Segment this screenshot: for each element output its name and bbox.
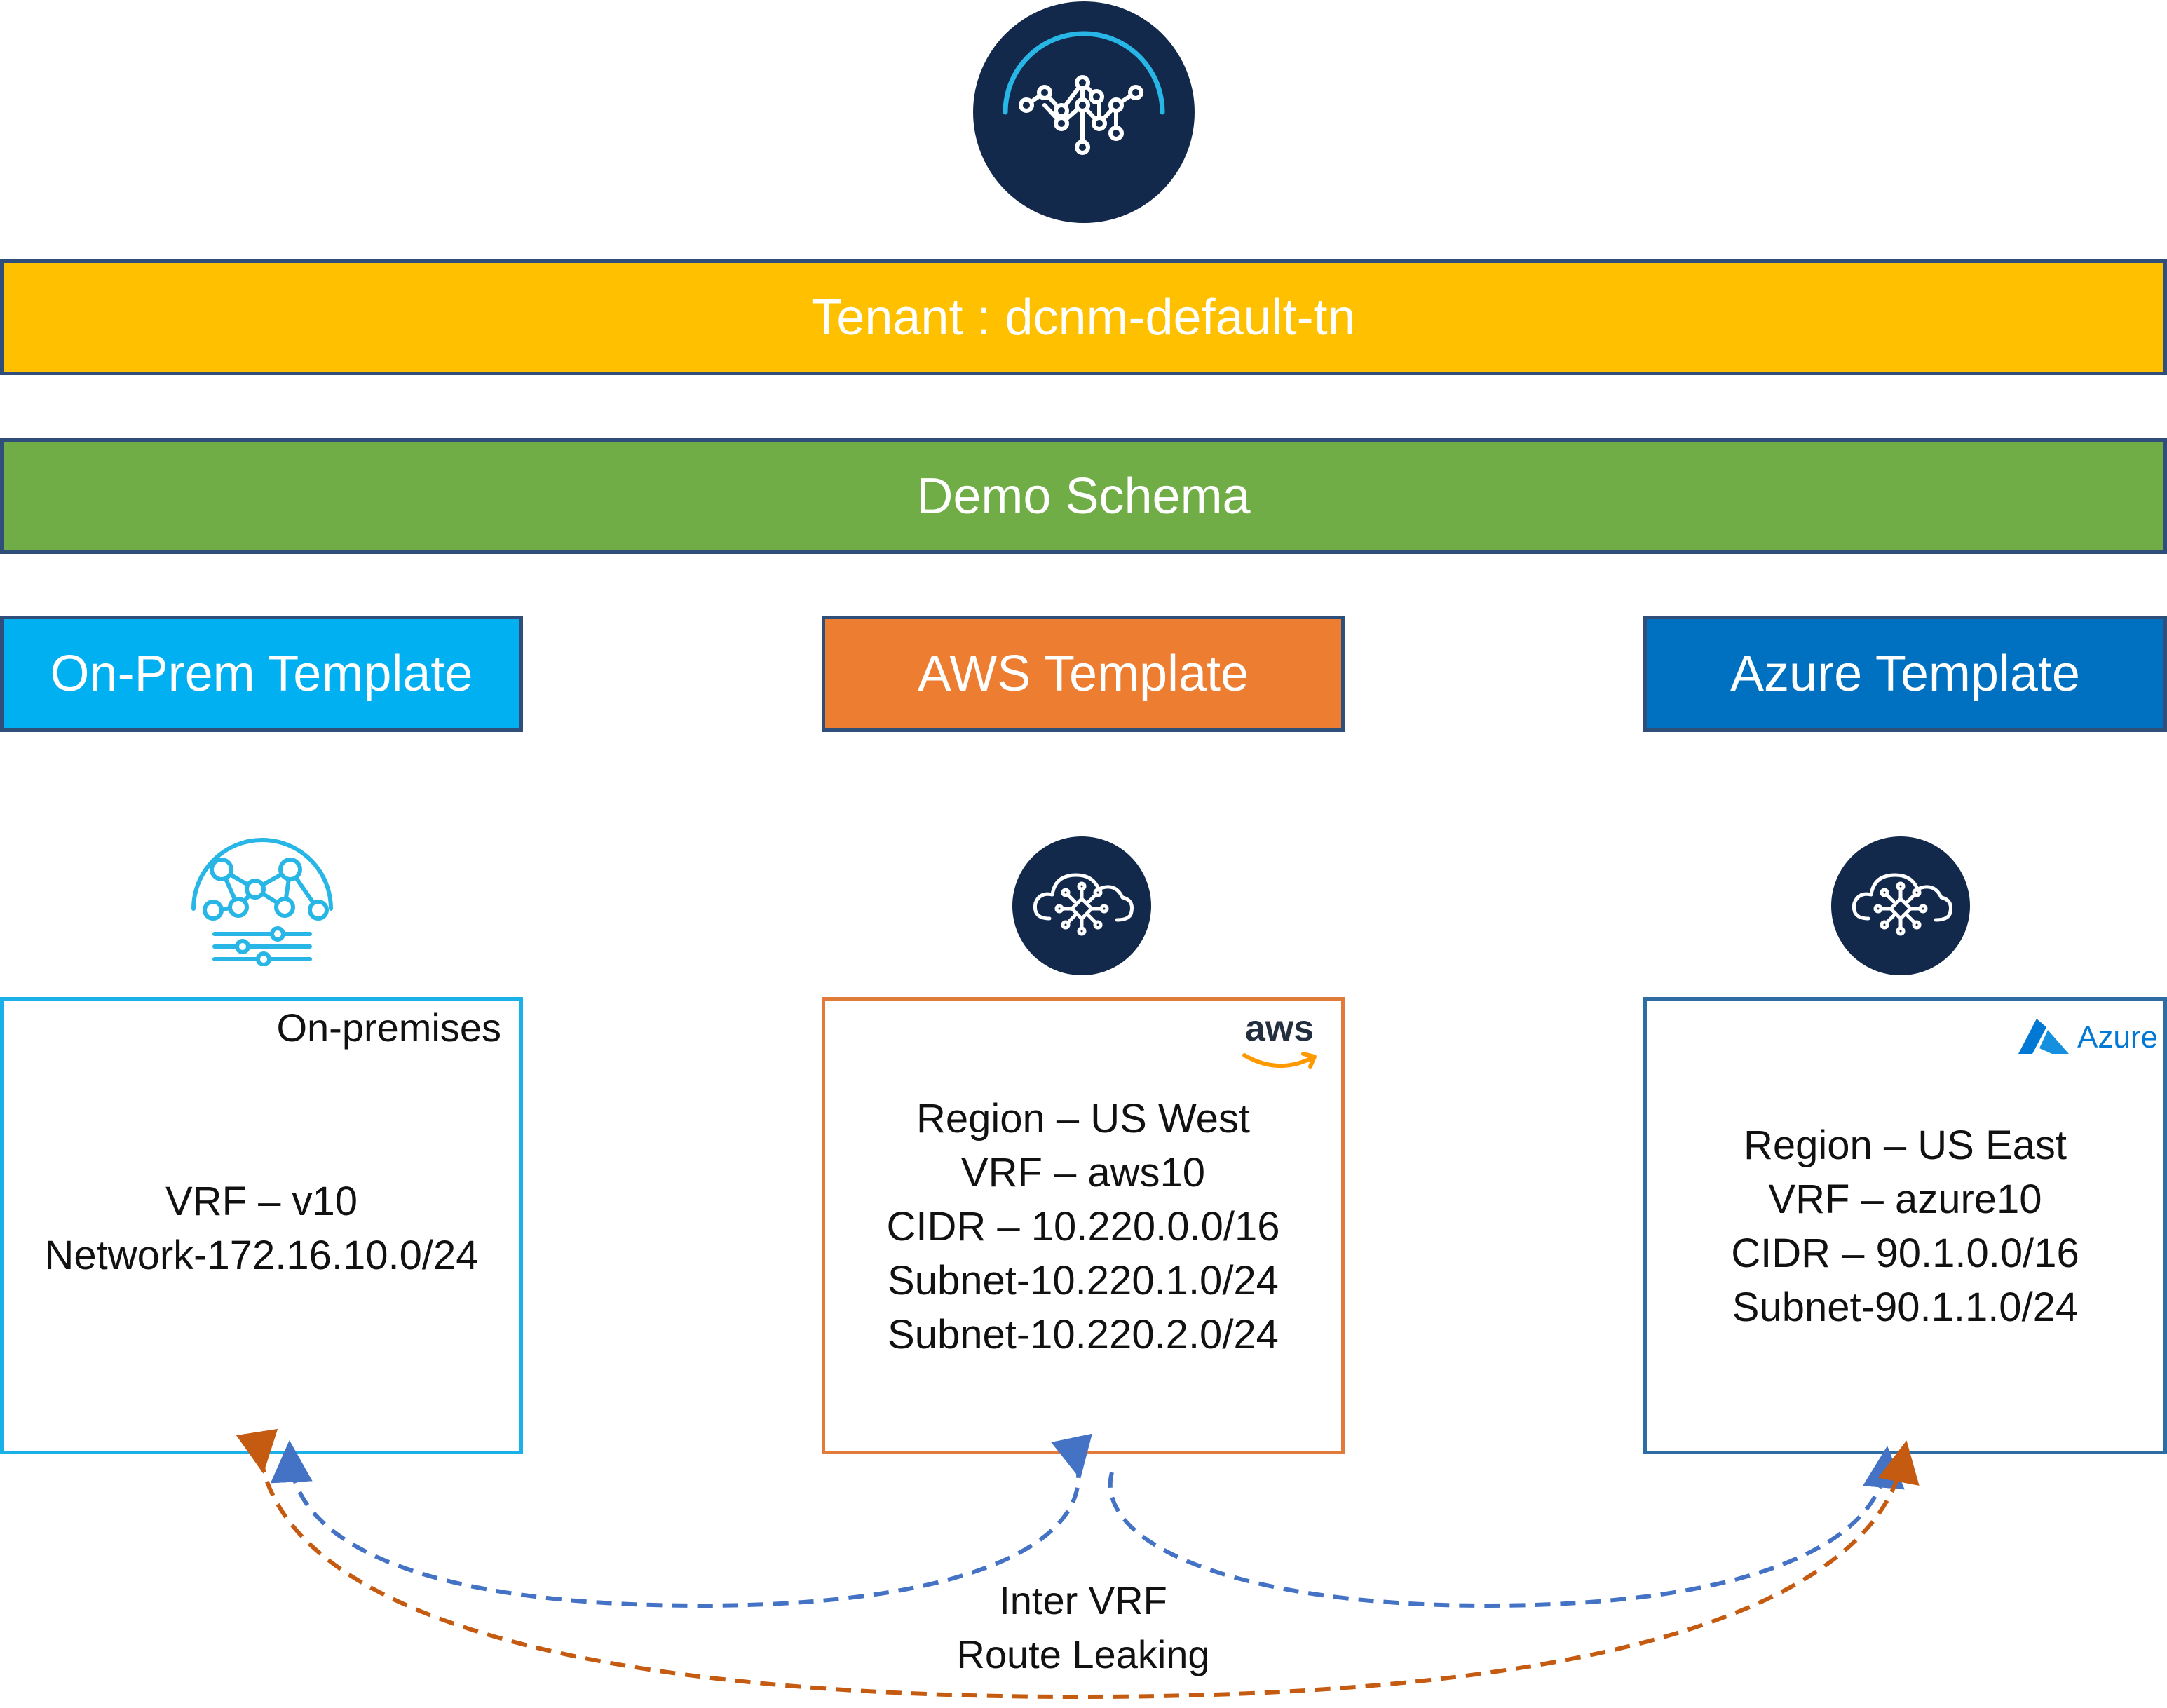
tenant-label: Tenant : dcnm-default-tn bbox=[811, 289, 1356, 346]
aws-region-line: Region – US West bbox=[916, 1096, 1251, 1141]
tenant-bar: Tenant : dcnm-default-tn bbox=[0, 259, 2167, 375]
azure-subnet-line: Subnet-90.1.1.0/24 bbox=[1732, 1285, 2079, 1330]
onprem-template-label: On-Prem Template bbox=[50, 646, 473, 702]
onprem-network-line: Network-172.16.10.0/24 bbox=[44, 1233, 479, 1278]
aws-vrf-line: VRF – aws10 bbox=[960, 1150, 1206, 1195]
aws-template-header: AWS Template bbox=[822, 616, 1345, 732]
azure-panel: Azure Region – US East VRF – azure10 CID… bbox=[1643, 997, 2167, 1454]
azure-cidr-line: CIDR – 90.1.0.0/16 bbox=[1731, 1231, 2079, 1276]
onprem-panel-body: VRF – v10 Network-172.16.10.0/24 bbox=[4, 1174, 519, 1282]
azure-logo-text: Azure bbox=[2077, 1020, 2158, 1055]
aws-cloud-network-icon bbox=[1012, 836, 1152, 976]
onprem-vrf-line: VRF – v10 bbox=[165, 1179, 358, 1224]
azure-cloud-network-icon bbox=[1830, 836, 1971, 976]
aws-cidr-line: CIDR – 10.220.0.0/16 bbox=[886, 1204, 1280, 1249]
azure-logo-icon bbox=[2018, 1019, 2070, 1054]
aws-logo: aws bbox=[1237, 1009, 1322, 1079]
caption-line2: Route Leaking bbox=[956, 1632, 1210, 1676]
azure-region-line: Region – US East bbox=[1743, 1123, 2067, 1168]
aws-logo-text: aws bbox=[1244, 1008, 1315, 1049]
onprem-corner-label: On-premises bbox=[276, 1005, 501, 1050]
aws-template-label: AWS Template bbox=[917, 646, 1249, 702]
onprem-panel: On-premises VRF – v10 Network-172.16.10.… bbox=[0, 997, 523, 1454]
onprem-template-header: On-Prem Template bbox=[0, 616, 523, 732]
route-leak-caption: Inter VRF Route Leaking bbox=[873, 1573, 1293, 1681]
schema-bar: Demo Schema bbox=[0, 438, 2167, 554]
aws-subnet1-line: Subnet-10.220.1.0/24 bbox=[888, 1258, 1279, 1303]
arrow-aws-azure-blue bbox=[1108, 1446, 1905, 1608]
onprem-network-icon bbox=[185, 832, 339, 967]
aws-smile-icon bbox=[1242, 1052, 1317, 1069]
caption-line1: Inter VRF bbox=[999, 1578, 1167, 1622]
aws-panel: aws Region – US West VRF – aws10 CIDR – … bbox=[822, 997, 1345, 1454]
azure-template-label: Azure Template bbox=[1730, 646, 2080, 702]
orchestrator-icon bbox=[972, 0, 1196, 224]
azure-template-header: Azure Template bbox=[1643, 616, 2167, 732]
arrow-onprem-azure-orange bbox=[236, 1428, 1920, 1700]
aws-panel-body: Region – US West VRF – aws10 CIDR – 10.2… bbox=[825, 1092, 1341, 1362]
schema-label: Demo Schema bbox=[916, 468, 1251, 524]
azure-panel-body: Region – US East VRF – azure10 CIDR – 90… bbox=[1647, 1118, 2163, 1334]
azure-logo: Azure bbox=[2016, 1017, 2158, 1058]
arrow-onprem-aws-blue bbox=[270, 1433, 1093, 1608]
aws-subnet2-line: Subnet-10.220.2.0/24 bbox=[888, 1312, 1279, 1357]
azure-vrf-line: VRF – azure10 bbox=[1768, 1177, 2042, 1222]
